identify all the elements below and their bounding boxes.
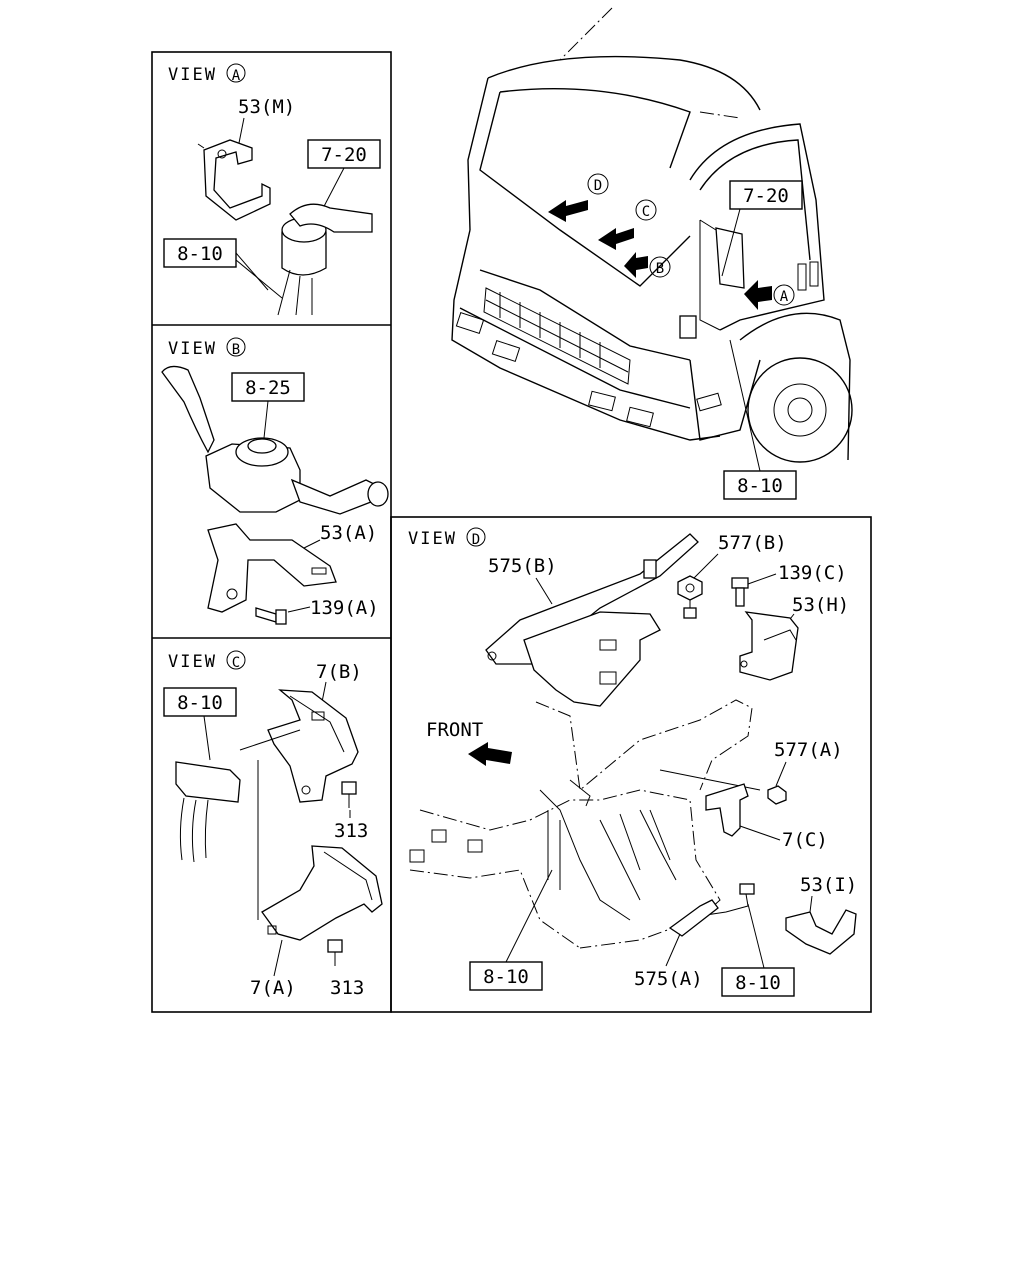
view-c-letter: C xyxy=(232,655,240,671)
label-7a: 7(A) xyxy=(250,977,296,999)
label-53m: 53(M) xyxy=(238,96,295,118)
label-139c: 139(C) xyxy=(778,562,847,584)
arrow-b-circle-icon xyxy=(649,256,671,278)
connector-part-view-a xyxy=(277,203,373,316)
view-a-letter: A xyxy=(232,68,241,84)
ref-box-8-10-view-d-left xyxy=(469,961,543,991)
view-d-letter: D xyxy=(472,532,480,548)
ref-7-20-view-a: 7-20 xyxy=(321,144,367,166)
label-313-bottom: 313 xyxy=(330,977,364,999)
label-139a: 139(A) xyxy=(310,597,379,619)
label-53a: 53(A) xyxy=(320,522,377,544)
connector-part-view-c xyxy=(175,761,241,863)
bracket-7b-part xyxy=(267,689,359,803)
bracket-53i-part xyxy=(785,909,857,955)
label-7c: 7(C) xyxy=(782,829,828,851)
view-b-circle-icon xyxy=(226,337,246,357)
bracket-53a-part xyxy=(207,523,337,613)
label-575b: 575(B) xyxy=(488,555,557,577)
ref-box-8-10-view-c xyxy=(163,687,237,717)
front-label: FRONT xyxy=(426,719,483,741)
view-b-panel: VIEW B 8-25 53(A) 139(A) xyxy=(161,337,389,625)
label-577a: 577(A) xyxy=(774,739,843,761)
clip-7c-part xyxy=(705,783,749,837)
arrow-d-circle-icon xyxy=(587,173,609,195)
view-a-title: VIEW xyxy=(168,65,217,85)
arrow-letter-b: B xyxy=(656,261,664,277)
view-d-panel: VIEW D 575(B) 577(B) 139(C) xyxy=(390,516,872,1013)
front-arrow-icon xyxy=(468,742,512,766)
ref-box-8-10-truck xyxy=(723,470,797,500)
ref-8-25: 8-25 xyxy=(245,377,291,399)
view-a-panel: VIEW A 53(M) 7-20 8-10 xyxy=(163,63,381,316)
label-577b: 577(B) xyxy=(718,532,787,554)
bracket-53h-part xyxy=(739,611,799,681)
mirror-part xyxy=(679,219,745,339)
ref-box-8-10-view-a xyxy=(163,238,237,268)
sensor-part xyxy=(668,883,755,937)
view-a-circle-icon xyxy=(226,63,246,83)
label-313-top: 313 xyxy=(334,820,368,842)
arrow-a-circle-icon xyxy=(773,284,795,306)
bracket-53m-part xyxy=(197,139,271,221)
bracket-7a-part xyxy=(261,845,383,941)
label-575a: 575(A) xyxy=(634,968,703,990)
arrow-letter-d: D xyxy=(594,178,602,194)
bolt-313-bottom-part xyxy=(327,939,343,966)
label-7b: 7(B) xyxy=(316,661,362,683)
nut-577b-part xyxy=(677,575,703,619)
ref-box-8-10-view-d-right xyxy=(721,967,795,997)
view-b-letter: B xyxy=(232,342,240,358)
heater-unit-part xyxy=(409,699,753,949)
arrow-letter-a: A xyxy=(780,289,789,305)
ref-box-7-20-truck xyxy=(729,180,803,210)
ref-8-10-view-c: 8-10 xyxy=(177,692,223,714)
bolt-139c-part xyxy=(731,577,749,607)
view-arrows: D C B A xyxy=(548,173,795,310)
arrow-c-circle-icon xyxy=(635,199,657,221)
truck-cab-illustration: D C B A 7-20 8-10 xyxy=(451,7,853,500)
bolt-139a-part xyxy=(255,607,287,625)
ref-8-10-view-d-left: 8-10 xyxy=(483,966,529,988)
ref-7-20-truck: 7-20 xyxy=(743,185,789,207)
label-53i: 53(I) xyxy=(800,874,857,896)
view-c-title: VIEW xyxy=(168,652,217,672)
ref-8-10-truck: 8-10 xyxy=(737,475,783,497)
view-c-panel: VIEW C 7(B) 8-10 313 xyxy=(163,650,383,999)
grille xyxy=(483,287,631,385)
bracket-575b-part xyxy=(485,533,699,707)
ref-8-10-view-a: 8-10 xyxy=(177,243,223,265)
combination-switch-part xyxy=(161,365,389,515)
label-53h: 53(H) xyxy=(792,594,849,616)
bolt-313-top-part xyxy=(341,781,357,808)
view-d-circle-icon xyxy=(466,527,486,547)
arrow-letter-c: C xyxy=(642,204,650,220)
nut-577a-part xyxy=(767,785,787,805)
view-c-circle-icon xyxy=(226,650,246,670)
ref-8-10-view-d-right: 8-10 xyxy=(735,972,781,994)
view-d-title: VIEW xyxy=(408,529,457,549)
view-b-title: VIEW xyxy=(168,339,217,359)
